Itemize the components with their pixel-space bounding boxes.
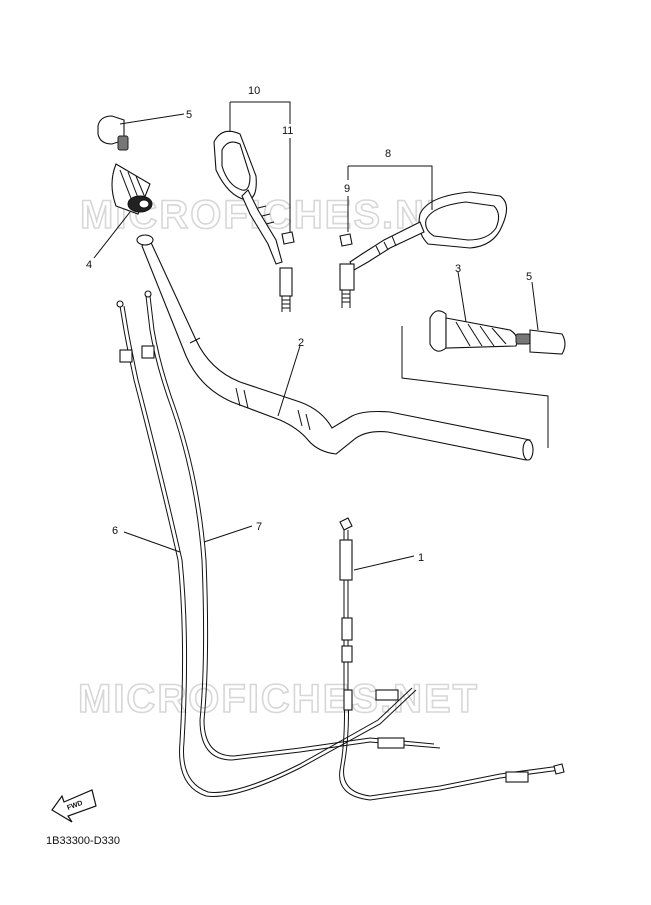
callout-1: 1	[418, 552, 424, 564]
catalog-code: 1B33300-D330	[46, 835, 120, 847]
callout-11: 11	[282, 125, 293, 137]
callout-leaders	[93, 101, 539, 571]
callout-5-right: 5	[526, 271, 532, 283]
callout-3: 3	[455, 263, 461, 275]
left-mirror	[213, 130, 295, 312]
fwd-arrow: FWD	[51, 789, 97, 823]
callout-6: 6	[112, 525, 118, 537]
clutch-cable	[339, 517, 565, 801]
callout-5-left: 5	[186, 109, 192, 121]
right-mirror	[339, 191, 508, 308]
watermark-bottom: MICROFICHES.NET	[78, 677, 479, 721]
callout-4: 4	[86, 259, 92, 271]
callout-8: 8	[385, 148, 391, 160]
callout-9: 9	[344, 183, 350, 195]
handlebar	[136, 234, 534, 461]
callout-10: 10	[248, 85, 260, 97]
left-grip-assembly	[97, 115, 153, 215]
callout-7: 7	[256, 521, 262, 533]
callouts: 1 2 3 4 5 5 6 7 8 9 10 11	[86, 85, 532, 564]
callout-2: 2	[298, 337, 304, 349]
throttle-cables	[116, 290, 441, 797]
right-grip-assembly	[401, 310, 566, 448]
